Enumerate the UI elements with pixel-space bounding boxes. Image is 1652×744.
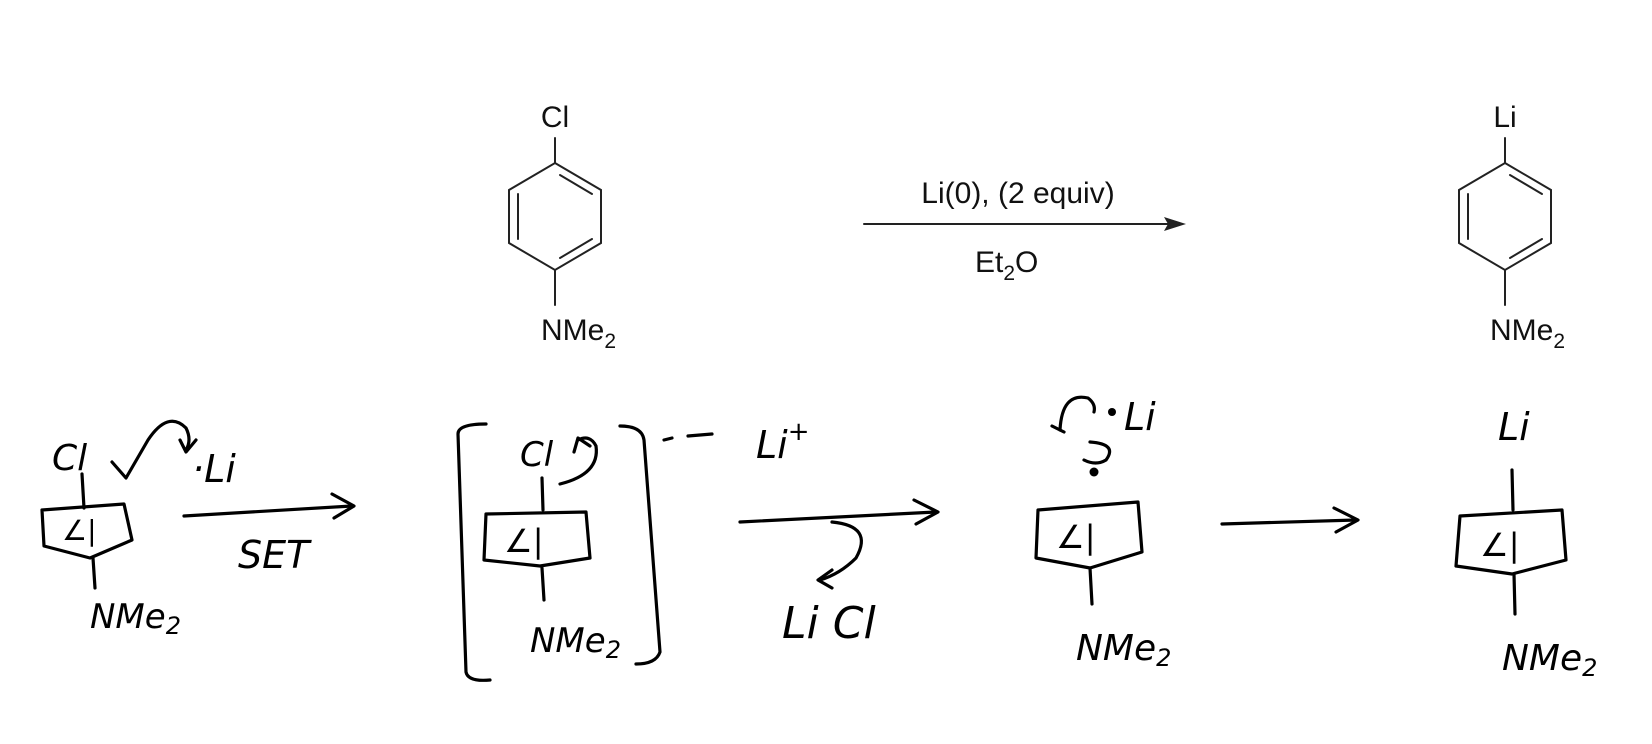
step4-top-bond	[1510, 468, 1515, 512]
reaction-arrow: Li(0), (2 equiv) Et2O	[863, 177, 1186, 285]
electron-push-arrow-head	[178, 438, 198, 454]
arrow-head	[1164, 217, 1186, 231]
step2-curved-arrow-head	[572, 436, 592, 454]
step3-curved-arrow	[1058, 395, 1096, 432]
mechanism-step3: Li ∠| NMe2	[1034, 395, 1171, 672]
step4-benzene-ring	[1454, 508, 1568, 576]
ion-pair-dashes	[662, 432, 714, 442]
reactant-benzene-ring	[508, 161, 602, 272]
step3-ring-glyph: ∠|	[1056, 518, 1095, 556]
set-arrow: SET	[182, 492, 356, 577]
coupling-arrow-shaft	[1220, 518, 1358, 526]
left-bracket	[456, 422, 492, 682]
elimination-arrow: Li Cl	[738, 498, 940, 649]
byproduct-label: Li Cl	[782, 598, 876, 649]
step1-radical: ·Li	[192, 447, 236, 491]
step1-benzene-ring	[40, 502, 134, 560]
aryl-radical-dot	[1089, 467, 1099, 477]
step3-benzene-ring	[1034, 500, 1144, 570]
product-structure: Li NMe2	[1458, 101, 1565, 353]
step2-benzene-ring	[482, 510, 592, 568]
product-double-bond	[1509, 238, 1543, 259]
elimination-arrow-head	[912, 498, 940, 526]
step3-top-group: Li	[1124, 395, 1156, 439]
product-double-bond	[1509, 174, 1543, 195]
mechanism-step2: Cl ∠| NMe2 Li+	[456, 417, 810, 682]
radical-dot	[1108, 408, 1116, 416]
product-benzene-ring	[1458, 161, 1552, 272]
step2-ring-glyph: ∠|	[504, 522, 543, 560]
step4-top-group: Li	[1498, 405, 1530, 449]
step3-bottom-bond	[1088, 566, 1094, 606]
step2-bottom-group: NMe2	[530, 621, 621, 664]
step2-top-bond	[540, 476, 545, 512]
step1-top-bond	[80, 472, 86, 510]
electron-push-arrow	[110, 419, 191, 480]
step4-bottom-bond	[1512, 572, 1517, 616]
step2-top-group: Cl	[520, 435, 554, 475]
step3-fishhook	[1082, 440, 1112, 465]
radical-coupling-arrow	[1220, 506, 1360, 534]
elimination-arrow-shaft	[738, 510, 938, 524]
loss-arrow	[818, 520, 863, 582]
step1-bottom-bond	[91, 556, 97, 590]
coupling-arrow-head	[1332, 506, 1360, 534]
product-top-group: Li	[1493, 101, 1516, 134]
right-bracket	[618, 424, 662, 666]
reagent-above-label: Li(0), (2 equiv)	[921, 177, 1114, 210]
reagent-below-label: Et2O	[975, 246, 1038, 285]
reactant-bottom-group: NMe2	[541, 314, 616, 353]
step1-top-group: Cl	[52, 438, 87, 479]
reactant-structure: Cl NMe2	[508, 101, 616, 353]
step1-bottom-group: NMe2	[90, 597, 181, 640]
step2-bottom-bond	[540, 566, 546, 602]
loss-arrow-head	[816, 568, 834, 590]
set-arrow-head	[330, 492, 356, 520]
reactant-top-group: Cl	[541, 101, 569, 134]
step3-bottom-group: NMe2	[1076, 628, 1171, 672]
step3-curved-arrow-tail	[1050, 424, 1066, 434]
mechanism-step1: Cl ·Li ∠| NMe2	[40, 419, 236, 640]
set-arrow-label: SET	[238, 533, 312, 577]
step1-ring-glyph: ∠|	[62, 514, 97, 547]
reactant-double-bond	[559, 238, 593, 259]
step4-ring-glyph: ∠|	[1480, 526, 1519, 564]
mechanism-step4: Li ∠| NMe2	[1454, 405, 1597, 682]
reactant-double-bond	[559, 174, 593, 195]
step2-counter-ion: Li+	[756, 417, 810, 467]
step2-curved-arrow	[558, 436, 598, 486]
product-bottom-group: NMe2	[1490, 314, 1565, 353]
step4-bottom-group: NMe2	[1502, 638, 1597, 682]
set-arrow-shaft	[182, 504, 354, 518]
